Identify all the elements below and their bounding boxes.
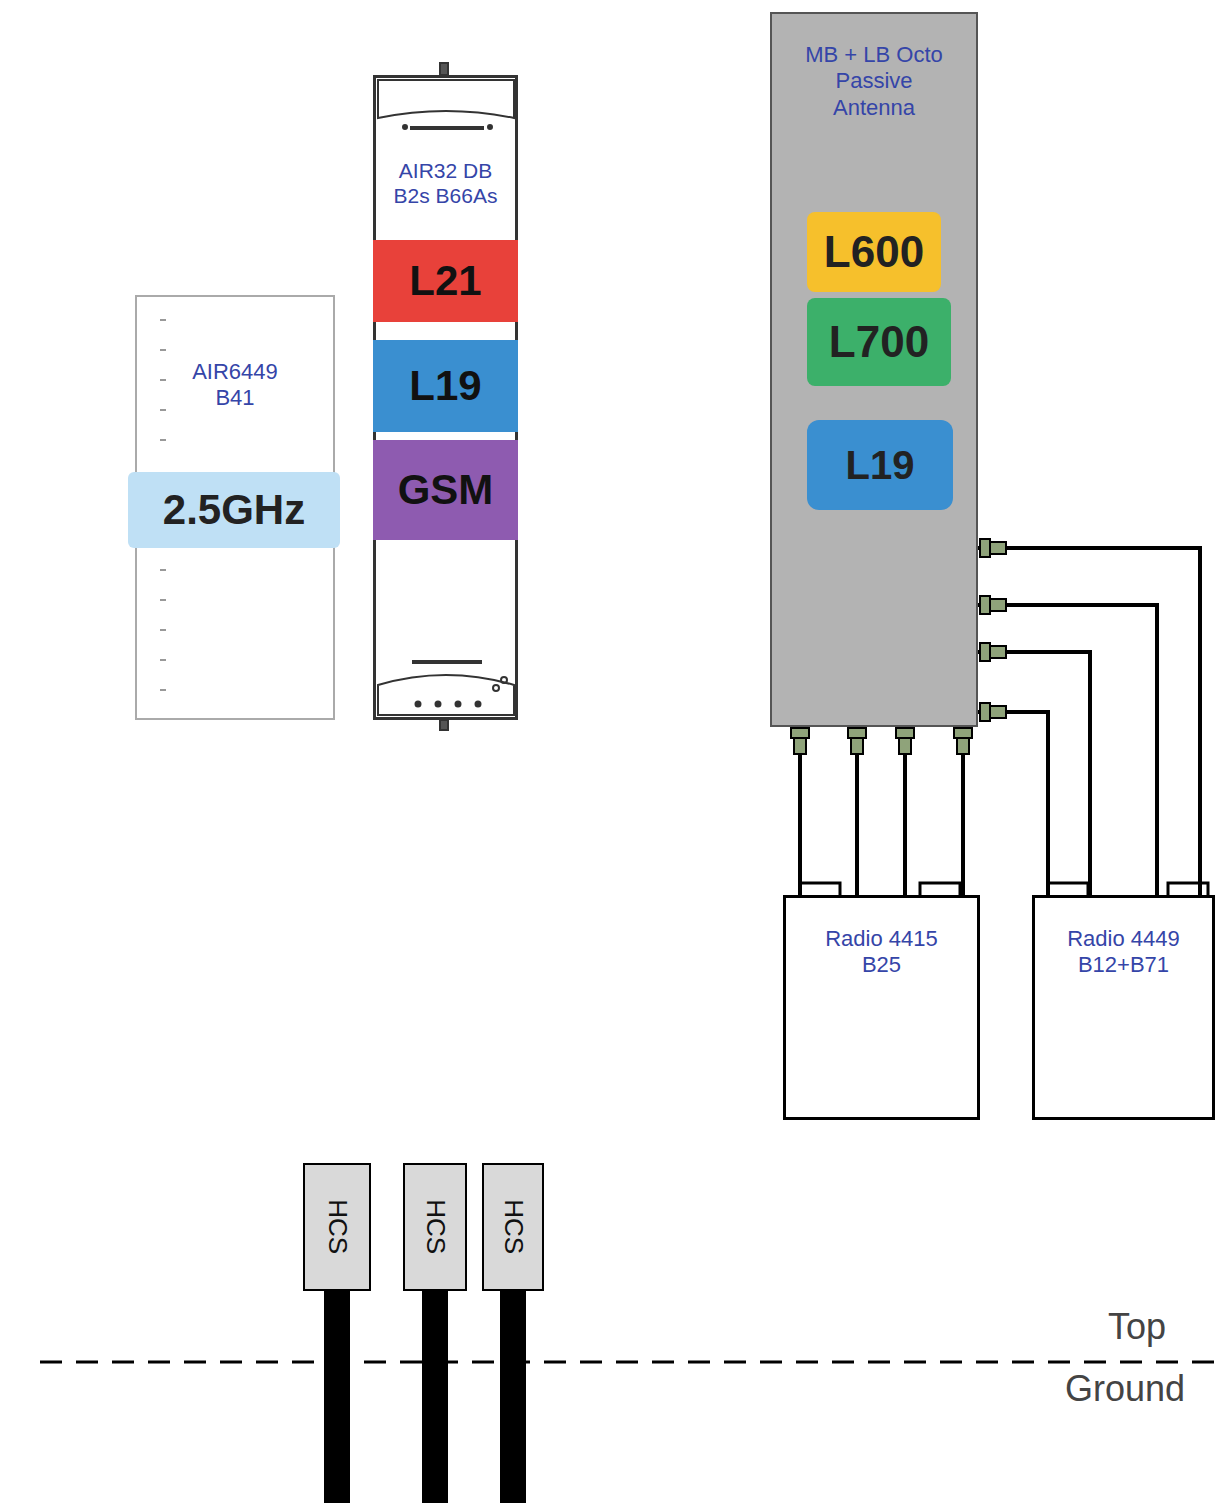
feeder-cable: [855, 727, 859, 895]
node-text: GSM: [398, 465, 494, 515]
node-text: AIR6449 B41: [175, 359, 295, 412]
node-text: HCS: [321, 1200, 352, 1255]
radio-box: Radio 4449 B12+B71: [1032, 895, 1215, 1120]
node-text: 2.5GHz: [163, 485, 305, 535]
feeder-cable: [978, 605, 1157, 895]
node-text: AIR32 DB B2s B66As: [378, 158, 513, 208]
node-text: Radio 4449 B12+B71: [1039, 926, 1209, 979]
rf-connector: [980, 539, 1006, 721]
radio-handles: [800, 883, 1208, 895]
cable-bar: [422, 1290, 448, 1503]
hcs-box: HCS: [482, 1163, 544, 1291]
radio-box: Radio 4415 B25: [783, 895, 980, 1120]
band-label: L700: [807, 298, 951, 386]
band-label: L19: [373, 340, 518, 432]
rf-connector: [791, 728, 972, 754]
level-label: Top: [1105, 1306, 1169, 1348]
band-label: GSM: [373, 440, 518, 540]
antenna-panel: AIR6449 B41 2.5GHz: [135, 295, 335, 720]
feeder-cable: [978, 652, 1090, 895]
cable-bar: [324, 1290, 350, 1503]
hcs-box: HCS: [403, 1163, 467, 1291]
ground-line: [40, 1361, 1217, 1364]
node-text: Radio 4415 B25: [807, 926, 957, 979]
node-text: MB + LB Octo Passive Antenna: [799, 42, 949, 121]
feeder-cable: [978, 712, 1048, 895]
node-text: L700: [829, 316, 929, 369]
node-text: HCS: [497, 1200, 528, 1255]
band-label: L600: [807, 212, 941, 292]
band-label: L21: [373, 240, 518, 322]
feeder-cable: [961, 727, 965, 895]
node-text: L19: [409, 361, 481, 411]
node-text: L21: [409, 256, 481, 306]
antenna-panel: AIR32 DB B2s B66AsL21L19GSM: [373, 75, 518, 720]
antenna-panel: MB + LB Octo Passive AntennaL600L700L19: [770, 12, 978, 727]
hcs-box: HCS: [303, 1163, 371, 1291]
band-label: L19: [807, 420, 953, 510]
feeder-cable: [798, 727, 802, 895]
feeder-cable: [978, 548, 1200, 895]
node-text: L600: [824, 226, 924, 279]
level-label: Ground: [1062, 1368, 1188, 1410]
band-label: 2.5GHz: [128, 472, 340, 548]
feeder-cable: [903, 727, 907, 895]
node-text: HCS: [419, 1200, 450, 1255]
node-text: L19: [846, 441, 915, 489]
cable-bar: [500, 1290, 526, 1503]
